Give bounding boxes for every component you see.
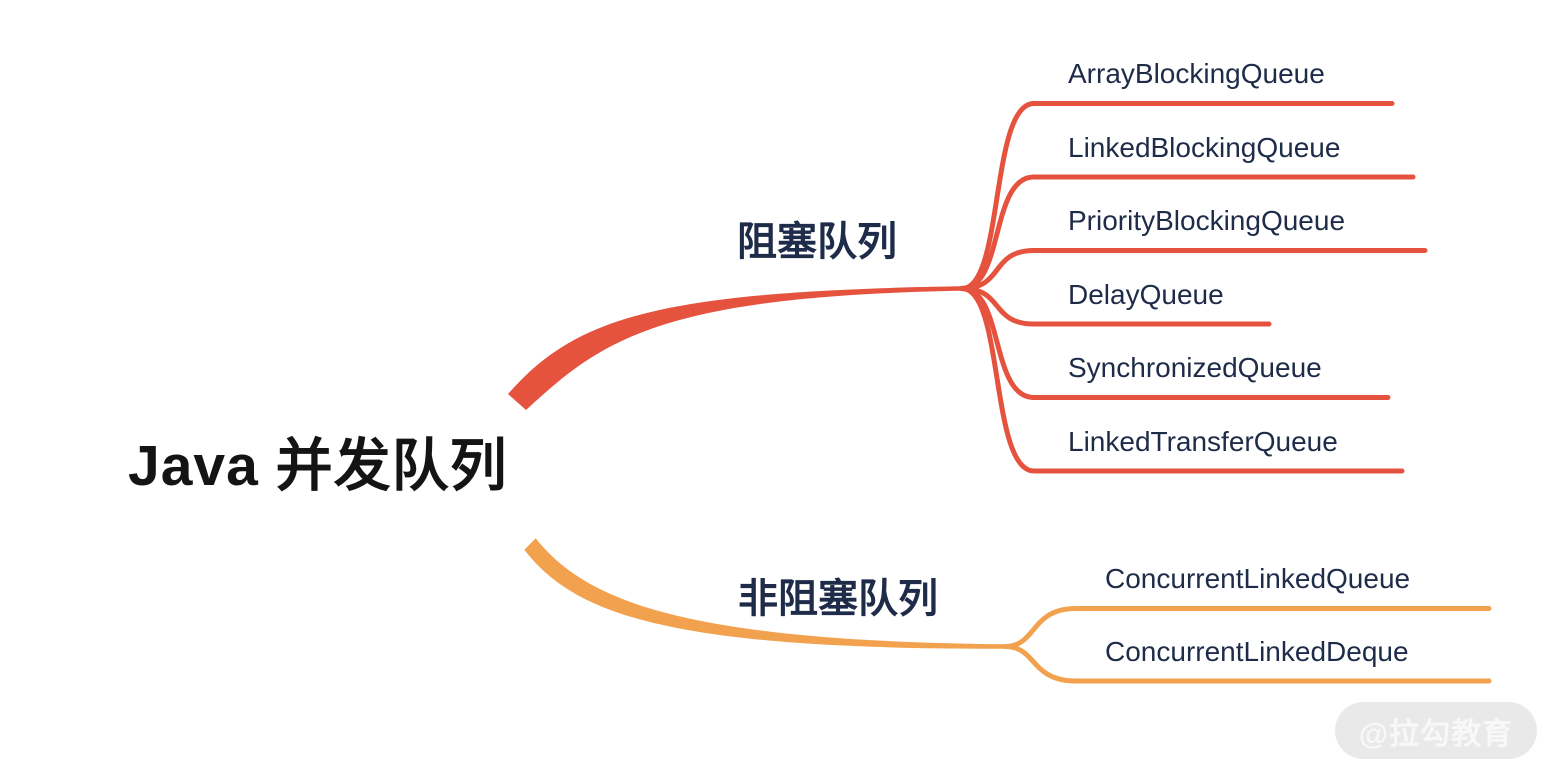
leaf-node-concurrentlinkedqueue[interactable]: ConcurrentLinkedQueue — [1105, 563, 1411, 594]
leaf-node-delayqueue[interactable]: DelayQueue — [1068, 279, 1224, 310]
leaf-node-priorityblockingqueue[interactable]: PriorityBlockingQueue — [1068, 205, 1346, 236]
root-node[interactable]: Java 并发队列 — [128, 434, 508, 498]
leaf-node-synchronizedqueue[interactable]: SynchronizedQueue — [1068, 352, 1322, 383]
watermark-badge: @拉勾教育 — [1335, 702, 1537, 759]
blocking-connector-arrayblockingqueue — [959, 101, 1395, 291]
nonblocking-connector-concurrentlinkedqueue — [1002, 606, 1492, 649]
nonblocking-connector-concurrentlinkeddeque — [1002, 644, 1492, 684]
leaf-node-linkedtransferqueue[interactable]: LinkedTransferQueue — [1068, 426, 1338, 457]
blocking-trunk-line — [508, 286, 962, 410]
branch-node-blocking[interactable]: 阻塞队列 — [737, 220, 897, 264]
leaf-node-arrayblockingqueue[interactable]: ArrayBlockingQueue — [1068, 58, 1325, 89]
branch-node-nonblocking[interactable]: 非阻塞队列 — [738, 577, 938, 621]
blocking-connector-priorityblockingqueue — [959, 248, 1428, 291]
leaf-node-linkedblockingqueue[interactable]: LinkedBlockingQueue — [1068, 132, 1341, 163]
blocking-connector-linkedtransferqueue — [959, 286, 1405, 474]
watermark-text: @拉勾教育 — [1358, 717, 1514, 751]
leaf-node-concurrentlinkeddeque[interactable]: ConcurrentLinkedDeque — [1105, 636, 1409, 667]
blocking-connector-linkedblockingqueue — [959, 174, 1416, 291]
